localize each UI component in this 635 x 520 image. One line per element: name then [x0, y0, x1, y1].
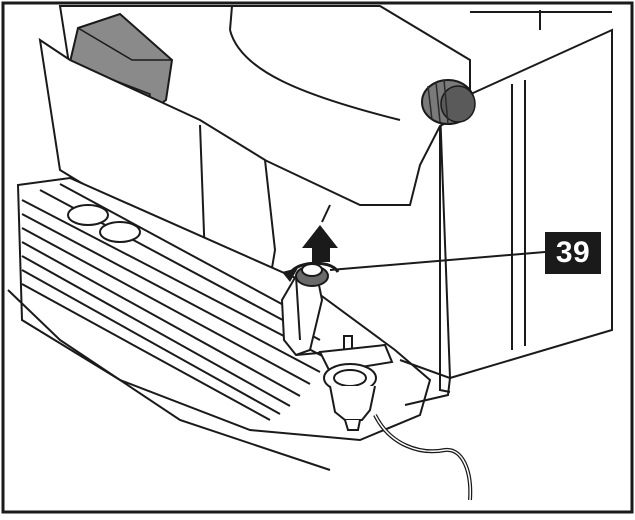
machine-base	[399, 359, 452, 406]
machine-side-panel	[438, 10, 613, 393]
callout-leader-line	[329, 251, 546, 271]
callout-label: 39	[545, 232, 601, 274]
up-arrow-icon	[302, 204, 338, 262]
rotary-knob	[421, 79, 476, 125]
milk-tube-inner	[374, 414, 471, 501]
milk-nozzle-assembly	[280, 263, 394, 431]
